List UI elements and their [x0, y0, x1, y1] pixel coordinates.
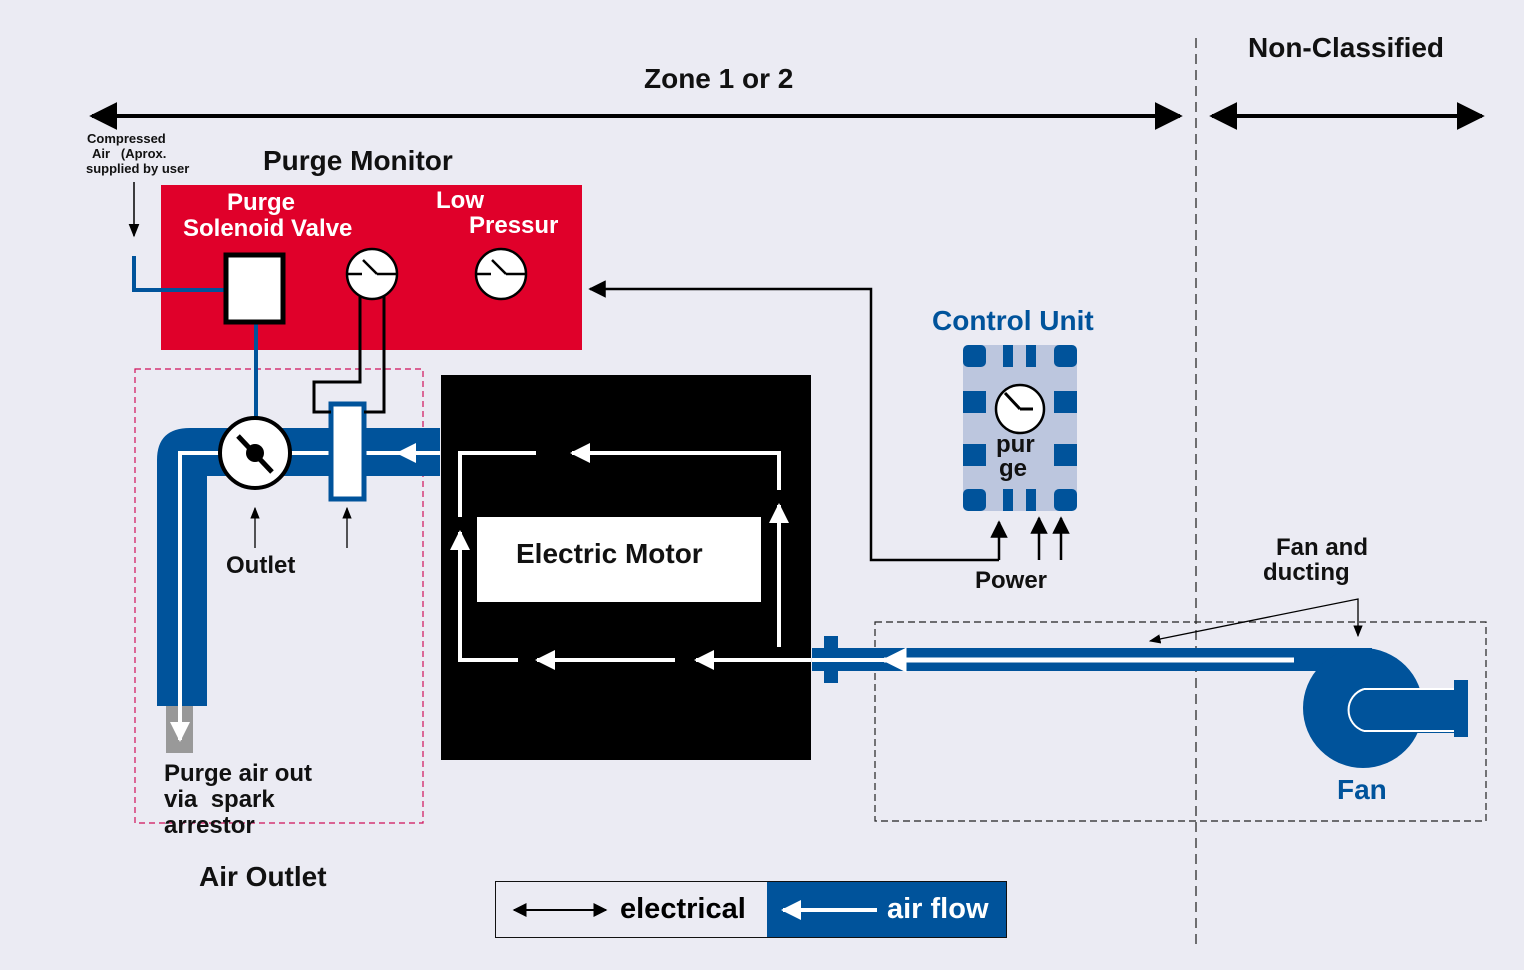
purge-air-out-label: Purge air out via spark arrestor: [164, 761, 312, 839]
fan-label: Fan: [1337, 774, 1387, 805]
fan-icon: [1303, 648, 1468, 768]
outlet-label: Outlet: [226, 552, 296, 579]
compressed-air-label: Compressed Air (Aprox. supplied by user: [86, 131, 190, 176]
compressed-air-line: [132, 256, 228, 292]
electrical-arrow-icon: [512, 902, 608, 917]
outlet-airflow-line: [170, 451, 440, 742]
motor-airflow: [450, 443, 811, 670]
legend-electrical-label: electrical: [620, 893, 746, 925]
air-outlet-label: Air Outlet: [199, 861, 327, 892]
purge-air-out-line-3: arrestor: [164, 812, 255, 839]
zone-1-2-label: Zone 1 or 2: [644, 63, 794, 94]
purge-air-out-line-1: Purge air out: [164, 760, 313, 787]
fan-ducting-box: [874, 621, 1487, 822]
electrical-signal-line: [588, 280, 999, 562]
outlet-pipe: [157, 428, 440, 706]
legend-air-flow-label: air flow: [887, 893, 989, 925]
purge-monitor-title: Purge Monitor: [263, 145, 453, 176]
sensor-wire-2: [364, 295, 386, 414]
sensor-wire-1: [312, 295, 362, 414]
purge-air-out-line-2: via spark: [164, 786, 275, 813]
legend-air-flow: air flow: [767, 882, 1006, 937]
electric-motor-box: [477, 517, 761, 602]
ducting-label: ducting: [1263, 559, 1350, 586]
pressure-sensor: [328, 401, 367, 502]
control-unit-purge-line-2: ge: [999, 455, 1028, 482]
timer-clock-icon: [994, 383, 1046, 435]
electric-motor-label: Electric Motor: [516, 538, 703, 569]
legend: electrical air flow: [495, 881, 1007, 938]
non-classified-label: Non-Classified: [1248, 32, 1445, 63]
control-unit-title: Control Unit: [932, 305, 1094, 336]
power-label: Power: [975, 567, 1048, 594]
air-outlet-box: [134, 368, 424, 824]
low-label: Low: [436, 187, 484, 214]
gauge-icon: [345, 247, 399, 301]
compressed-air-line-1: Compressed: [87, 131, 166, 146]
solenoid-valve: [223, 252, 286, 325]
air-flow-arrow-icon: [781, 899, 877, 920]
legend-electrical: electrical: [496, 882, 767, 937]
compressed-air-line-3: supplied by user: [86, 161, 190, 176]
purge-label: Purge: [227, 189, 296, 216]
control-unit-purge-line-1: pur: [996, 431, 1035, 458]
solenoid-valve-label: Solenoid Valve: [183, 215, 353, 242]
low-pressure-gauge-icon: [474, 247, 528, 301]
control-unit: [963, 345, 1077, 511]
fan-and-label: Fan and: [1276, 534, 1369, 561]
fan-ducting-pointer: [1148, 598, 1363, 644]
compressed-air-line-2: Air (Aprox.: [92, 146, 167, 161]
outlet-valve: [218, 416, 292, 490]
pressure-label: Pressur: [469, 212, 559, 239]
